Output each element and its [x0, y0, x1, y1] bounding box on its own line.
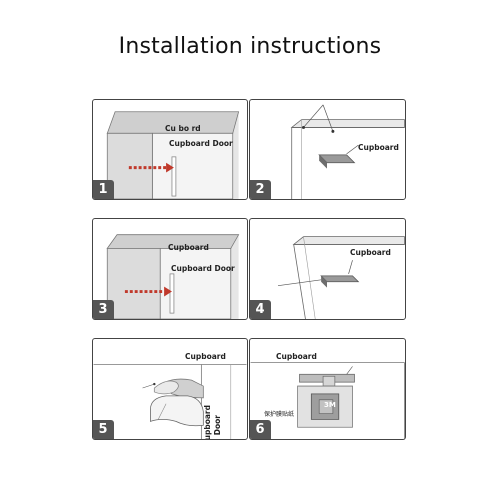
cupboard-label: Cupboard: [358, 143, 399, 152]
step-6-panel: Cupboard 3M 保护膜贴纸 6: [249, 338, 406, 440]
cupboard-label: Cupboard: [350, 248, 391, 257]
step-4-panel: Cupboard 4: [249, 218, 406, 320]
latch-closeup-illustration-5: [93, 364, 247, 439]
cupboard-label: Cupboard: [276, 352, 317, 361]
tape-closeup-illustration-6: [250, 362, 405, 439]
step-3-panel: Cupboard Cupboard Door 3: [92, 218, 248, 320]
cupboard-door-label-line2: Door: [213, 415, 222, 436]
cabinet-top-illustration-4: [277, 236, 405, 319]
tape-3m-label: 3M: [324, 401, 336, 409]
step-number-badge: 1: [93, 180, 114, 199]
step-5-panel: Cupboard Cupboard Door 5: [92, 338, 248, 440]
cupboard-label: Cu bo rd: [165, 124, 201, 133]
cupboard-door-label-line1: Cupboard: [203, 405, 212, 440]
cabinet-illustration-3: [106, 234, 240, 319]
step-number-badge: 6: [250, 420, 271, 439]
step-number-badge: 3: [93, 300, 114, 319]
cupboard-label: Cupboard: [168, 243, 209, 252]
cupboard-door-label: Cupboard Door: [169, 139, 233, 148]
cabinet-illustration-1: [106, 111, 240, 199]
cupboard-label: Cupboard: [185, 352, 226, 361]
step-number-badge: 5: [93, 420, 114, 439]
cupboard-door-label: Cupboard Door: [171, 264, 235, 273]
page-title: Installation instructions: [118, 34, 382, 59]
step-number-badge: 4: [250, 300, 271, 319]
step-2-panel: Cupboard 2: [249, 99, 406, 200]
side-label: 保护膜贴纸: [264, 411, 295, 418]
step-1-panel: Cu bo rd Cupboard Door 1: [92, 99, 248, 200]
cabinet-top-illustration-2: [290, 104, 405, 199]
step-number-badge: 2: [250, 180, 271, 199]
